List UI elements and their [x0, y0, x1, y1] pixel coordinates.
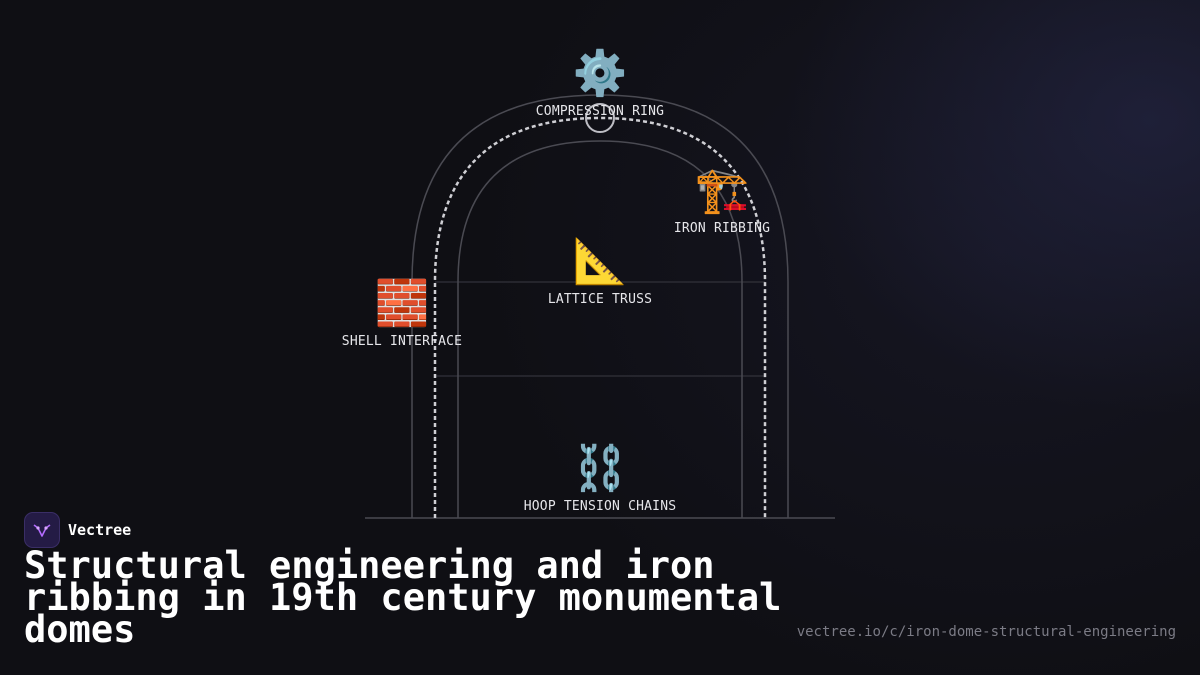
node-lattice-truss: 📐 LATTICE TRUSS — [480, 236, 720, 308]
node-shell-interface: 🧱 SHELL INTERFACE — [282, 278, 522, 350]
node-compression-ring: ⚙️ COMPRESSION RING — [480, 48, 720, 120]
page-url[interactable]: vectree.io/c/iron-dome-structural-engine… — [796, 624, 1176, 640]
node-label: LATTICE TRUSS — [547, 292, 653, 307]
triangle-ruler-icon: 📐 — [572, 236, 628, 287]
crane-icon: 🏗️ — [694, 165, 750, 216]
node-hoop-tension-chains: ⛓️ HOOP TENSION CHAINS — [480, 443, 720, 515]
node-label: HOOP TENSION CHAINS — [523, 499, 677, 514]
node-label: IRON RIBBING — [673, 221, 771, 236]
iron-rib-dashed-line — [433, 116, 767, 518]
compression-ring-circle — [585, 103, 615, 133]
node-iron-ribbing: 🏗️ IRON RIBBING — [602, 165, 842, 237]
node-label: SHELL INTERFACE — [341, 334, 463, 349]
brand[interactable]: Vectree — [24, 512, 131, 548]
inner-dome-outline — [457, 140, 743, 518]
brand-name: Vectree — [68, 521, 132, 539]
page-title: Structural engineering and iron ribbing … — [24, 544, 782, 651]
vectree-logo-icon — [24, 512, 60, 548]
brick-icon: 🧱 — [374, 278, 430, 329]
outer-dome-outline — [411, 94, 789, 518]
chains-icon: ⛓️ — [572, 443, 628, 494]
node-label: COMPRESSION RING — [535, 104, 665, 119]
gear-icon: ⚙️ — [572, 48, 628, 99]
